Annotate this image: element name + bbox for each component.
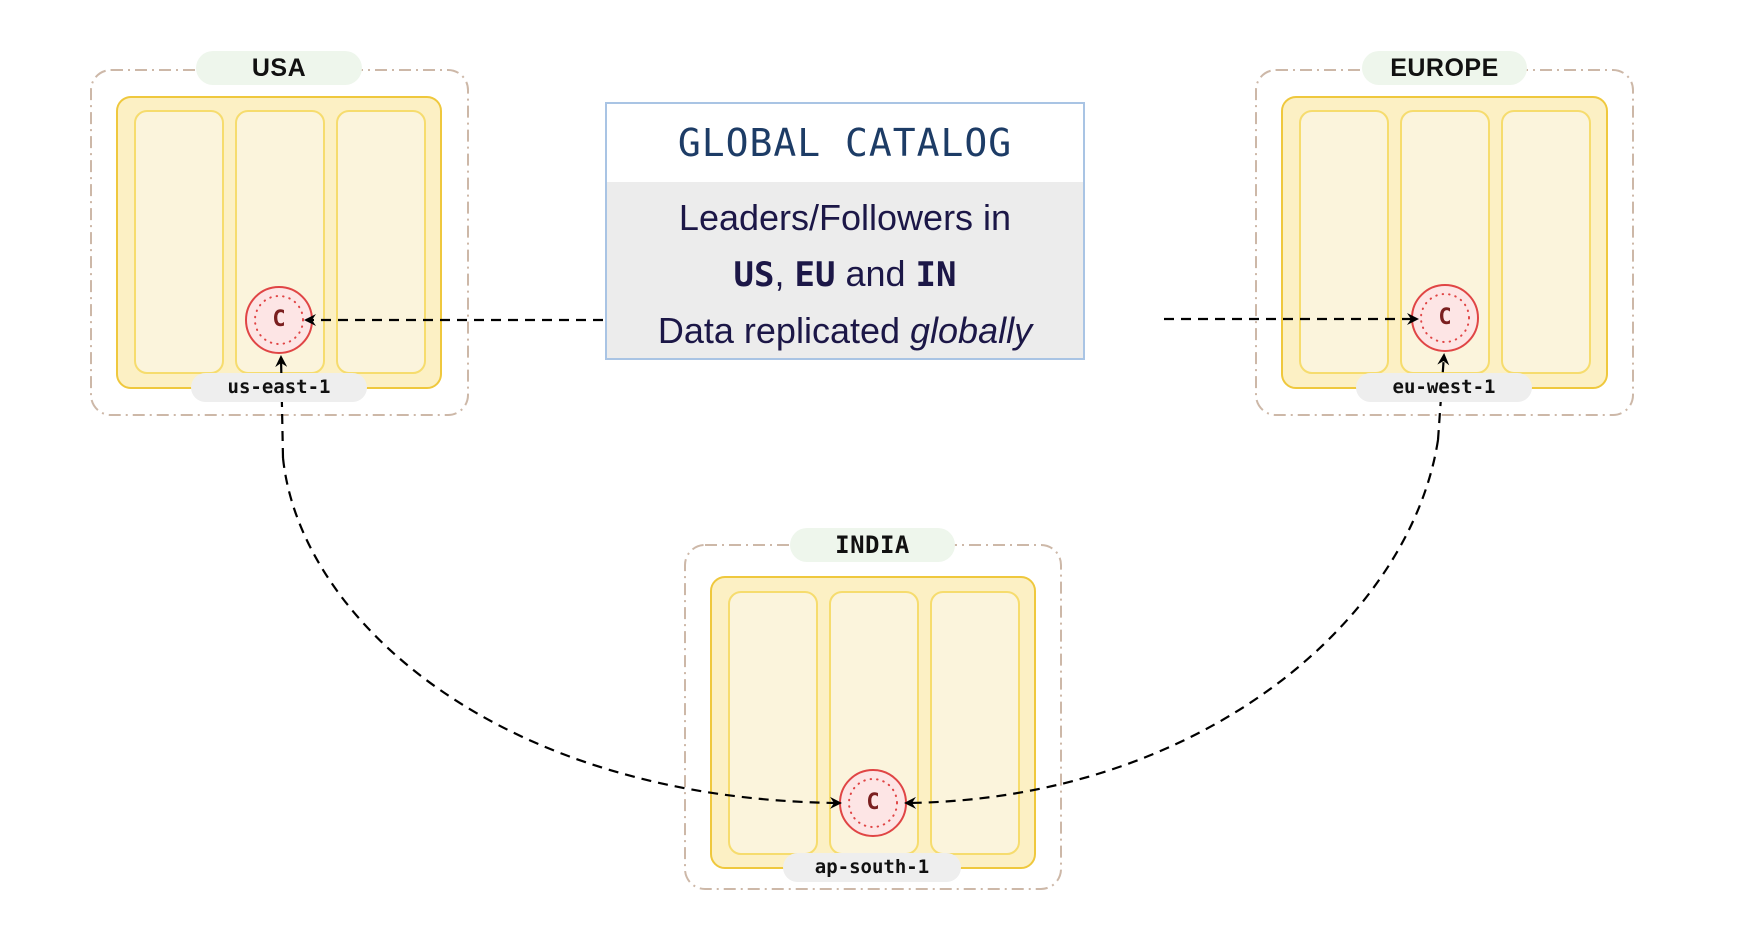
catalog-line-1: Leaders/Followers in	[678, 197, 1012, 238]
region-title-india: INDIA	[790, 528, 955, 562]
zone-column	[134, 110, 224, 374]
global-catalog-box: GLOBAL CATALOG Leaders/Followers in US, …	[605, 102, 1085, 360]
link-europe-india	[904, 439, 1440, 809]
zone-column	[1299, 110, 1389, 374]
zone-label-ap-south-1: ap-south-1	[783, 853, 961, 882]
region-code-us: US	[733, 255, 775, 295]
zone-column	[1501, 110, 1591, 374]
zone-column	[728, 591, 818, 855]
zone-label-eu-west-1: eu-west-1	[1356, 373, 1532, 402]
catalog-title: GLOBAL CATALOG	[607, 104, 1083, 182]
region-code-eu: EU	[794, 255, 836, 295]
conjunction: and	[835, 253, 916, 294]
catalog-description: Leaders/Followers in US, EU and IN Data …	[607, 182, 1083, 359]
catalog-line-2: US, EU and IN	[607, 246, 1083, 303]
region-europe	[1255, 69, 1634, 416]
zone-label-us-east-1: us-east-1	[191, 373, 367, 402]
catalog-node-usa: C	[272, 307, 286, 332]
catalog-line-3-emphasis: globally	[910, 310, 1033, 351]
link-usa-india	[281, 457, 842, 809]
catalog-line-3-text: Data replicated	[657, 310, 911, 351]
catalog-line-3: Data replicated globally	[607, 303, 1083, 359]
zone-column	[930, 591, 1020, 855]
region-title-europe: EUROPE	[1362, 51, 1527, 85]
node-inner-ring	[1420, 293, 1470, 343]
node-inner-ring	[254, 295, 304, 345]
node-inner-ring	[848, 778, 898, 828]
catalog-node-europe: C	[1438, 305, 1452, 330]
separator: ,	[774, 253, 795, 294]
region-india	[684, 544, 1062, 890]
zone-column	[336, 110, 426, 374]
catalog-node-india: C	[866, 790, 880, 815]
region-usa	[90, 69, 469, 416]
region-code-in: IN	[915, 255, 957, 295]
region-title-usa: USA	[196, 51, 362, 85]
